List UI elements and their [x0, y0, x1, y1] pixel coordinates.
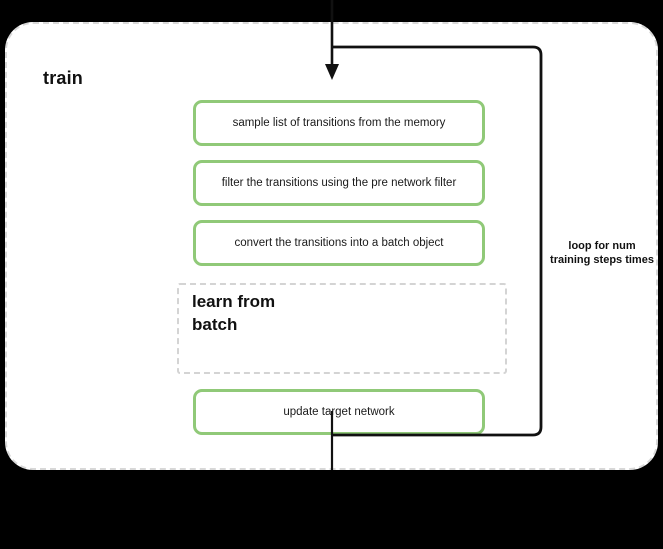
step-sample-box[interactable]: sample list of transitions from the memo…: [193, 100, 485, 146]
learn-from-batch-group[interactable]: learn from batch: [177, 283, 507, 374]
page-title: train: [43, 68, 84, 88]
step-convert-label: convert the transitions into a batch obj…: [234, 236, 444, 249]
step-update-box[interactable]: update target network: [193, 389, 485, 435]
step-filter-box[interactable]: filter the transitions using the pre net…: [193, 160, 485, 206]
train-container: train sample list of transitions from th…: [5, 22, 658, 470]
learn-from-batch-label: learn from batch: [192, 292, 276, 334]
loop-annotation-label: loop for num training steps times: [550, 240, 654, 267]
step-convert-box[interactable]: convert the transitions into a batch obj…: [193, 220, 485, 266]
step-sample-label: sample list of transitions from the memo…: [232, 116, 446, 129]
step-filter-label: filter the transitions using the pre net…: [221, 176, 457, 189]
step-update-label: update target network: [283, 405, 395, 418]
